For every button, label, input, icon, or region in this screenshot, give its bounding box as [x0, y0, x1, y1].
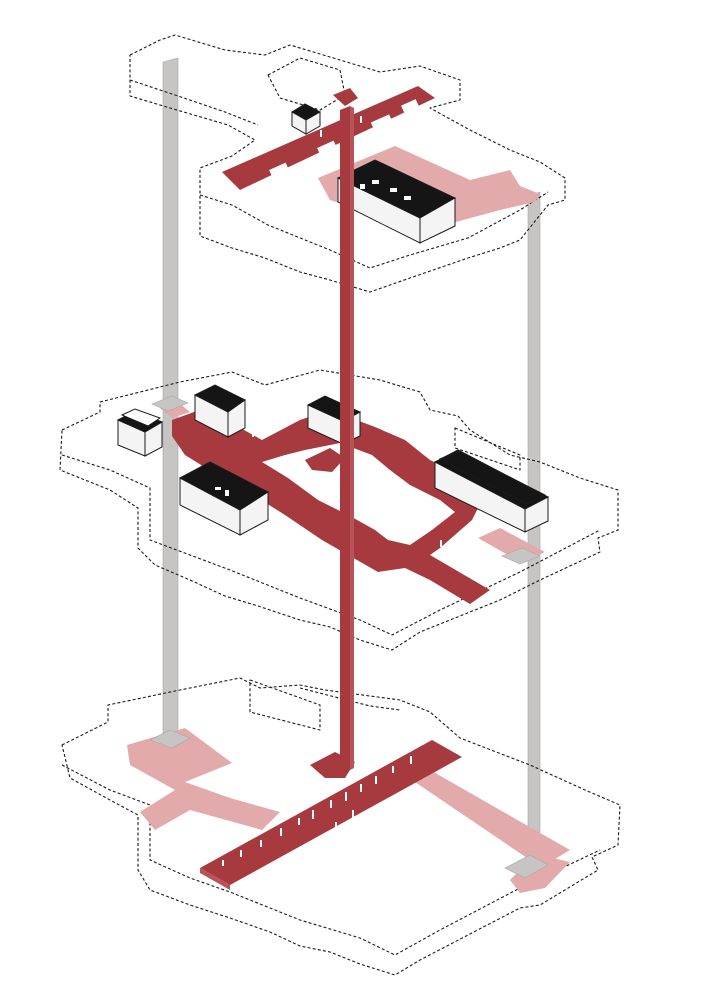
room-upper-right	[336, 159, 457, 244]
central-vertical-shaft-side	[350, 106, 354, 770]
room-upper-hut	[291, 103, 322, 135]
upper-floor-outline	[129, 34, 566, 293]
central-vertical-shaft	[340, 106, 350, 774]
ground-secondary-corner	[510, 855, 570, 893]
middle-rooms	[116, 384, 550, 536]
ground-secondary-plaza	[127, 728, 280, 830]
middle-floor-box-right	[454, 427, 521, 471]
ground-main-corridor-front	[200, 868, 230, 890]
middle-stair-landing	[305, 448, 345, 472]
skylight	[401, 99, 419, 113]
ground-floor-inner-edge	[61, 764, 601, 956]
ground-main-corridor	[200, 740, 462, 885]
upper-skylights	[269, 99, 419, 179]
upper-floor-roof-box	[267, 57, 346, 111]
middle-floor-outline	[59, 369, 619, 651]
middle-floor-inner-edge	[61, 454, 601, 636]
middle-main-loop	[172, 408, 490, 604]
room-right-long	[433, 449, 550, 533]
skylight	[317, 140, 338, 157]
room-small-left	[116, 408, 164, 457]
column-landings	[149, 395, 549, 879]
upper-floor-inner-edge	[129, 79, 549, 269]
room-left-upper	[193, 384, 246, 438]
upper-stair-head	[333, 88, 358, 106]
upper-floor	[129, 34, 566, 293]
skylight	[370, 114, 394, 132]
room-left-large	[178, 461, 269, 536]
ground-floor-box	[249, 679, 401, 731]
people-figures	[222, 116, 442, 866]
skylight	[269, 162, 290, 179]
vertical-circulation-core	[340, 106, 354, 774]
upper-main-corridor	[222, 86, 435, 190]
right-column	[527, 191, 541, 875]
ground-floor-outline	[61, 677, 621, 976]
